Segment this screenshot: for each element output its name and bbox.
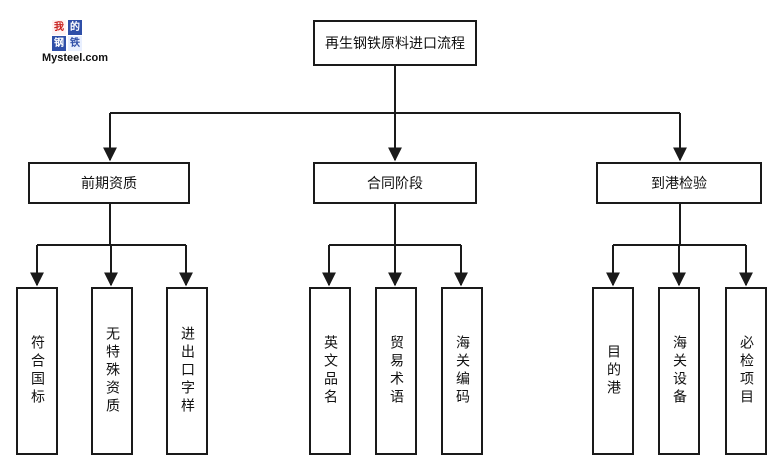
- logo-char-3: 钢: [52, 36, 66, 51]
- leaf-node-label: 目的港: [605, 344, 621, 398]
- branch-node-label: 前期资质: [81, 176, 137, 192]
- leaf-node: 英文品名: [309, 287, 351, 455]
- leaf-node-label: 海关设备: [671, 335, 687, 407]
- leaf-node: 贸易术语: [375, 287, 417, 455]
- root-node: 再生钢铁原料进口流程: [313, 20, 477, 66]
- leaf-node: 无特殊资质: [91, 287, 133, 455]
- leaf-node-label: 海关编码: [454, 335, 470, 407]
- leaf-node: 进出口字样: [166, 287, 208, 455]
- branch-node-contract: 合同阶段: [313, 162, 477, 204]
- logo-char-4: 铁: [68, 36, 82, 51]
- logo-char-1: 我: [52, 20, 66, 35]
- branch-node-label: 到港检验: [651, 176, 707, 192]
- logo-wordmark: Mysteel.com: [42, 52, 109, 64]
- logo-char-2: 的: [68, 20, 82, 35]
- branch-node-label: 合同阶段: [367, 176, 423, 192]
- leaf-node-label: 必检项目: [738, 335, 754, 407]
- leaf-node-label: 贸易术语: [388, 335, 404, 407]
- leaf-node-label: 英文品名: [322, 335, 338, 407]
- leaf-node: 目的港: [592, 287, 634, 455]
- leaf-node-label: 符合国标: [29, 335, 45, 407]
- leaf-node: 海关设备: [658, 287, 700, 455]
- root-node-label: 再生钢铁原料进口流程: [325, 36, 465, 52]
- branch-node-inspection: 到港检验: [596, 162, 762, 204]
- leaf-node: 必检项目: [725, 287, 767, 455]
- leaf-node: 符合国标: [16, 287, 58, 455]
- leaf-node-label: 无特殊资质: [104, 326, 120, 416]
- leaf-node-label: 进出口字样: [179, 326, 195, 416]
- branch-node-qualification: 前期资质: [28, 162, 190, 204]
- mysteel-logo: 我 的 钢 铁 Mysteel.com: [42, 20, 122, 66]
- leaf-node: 海关编码: [441, 287, 483, 455]
